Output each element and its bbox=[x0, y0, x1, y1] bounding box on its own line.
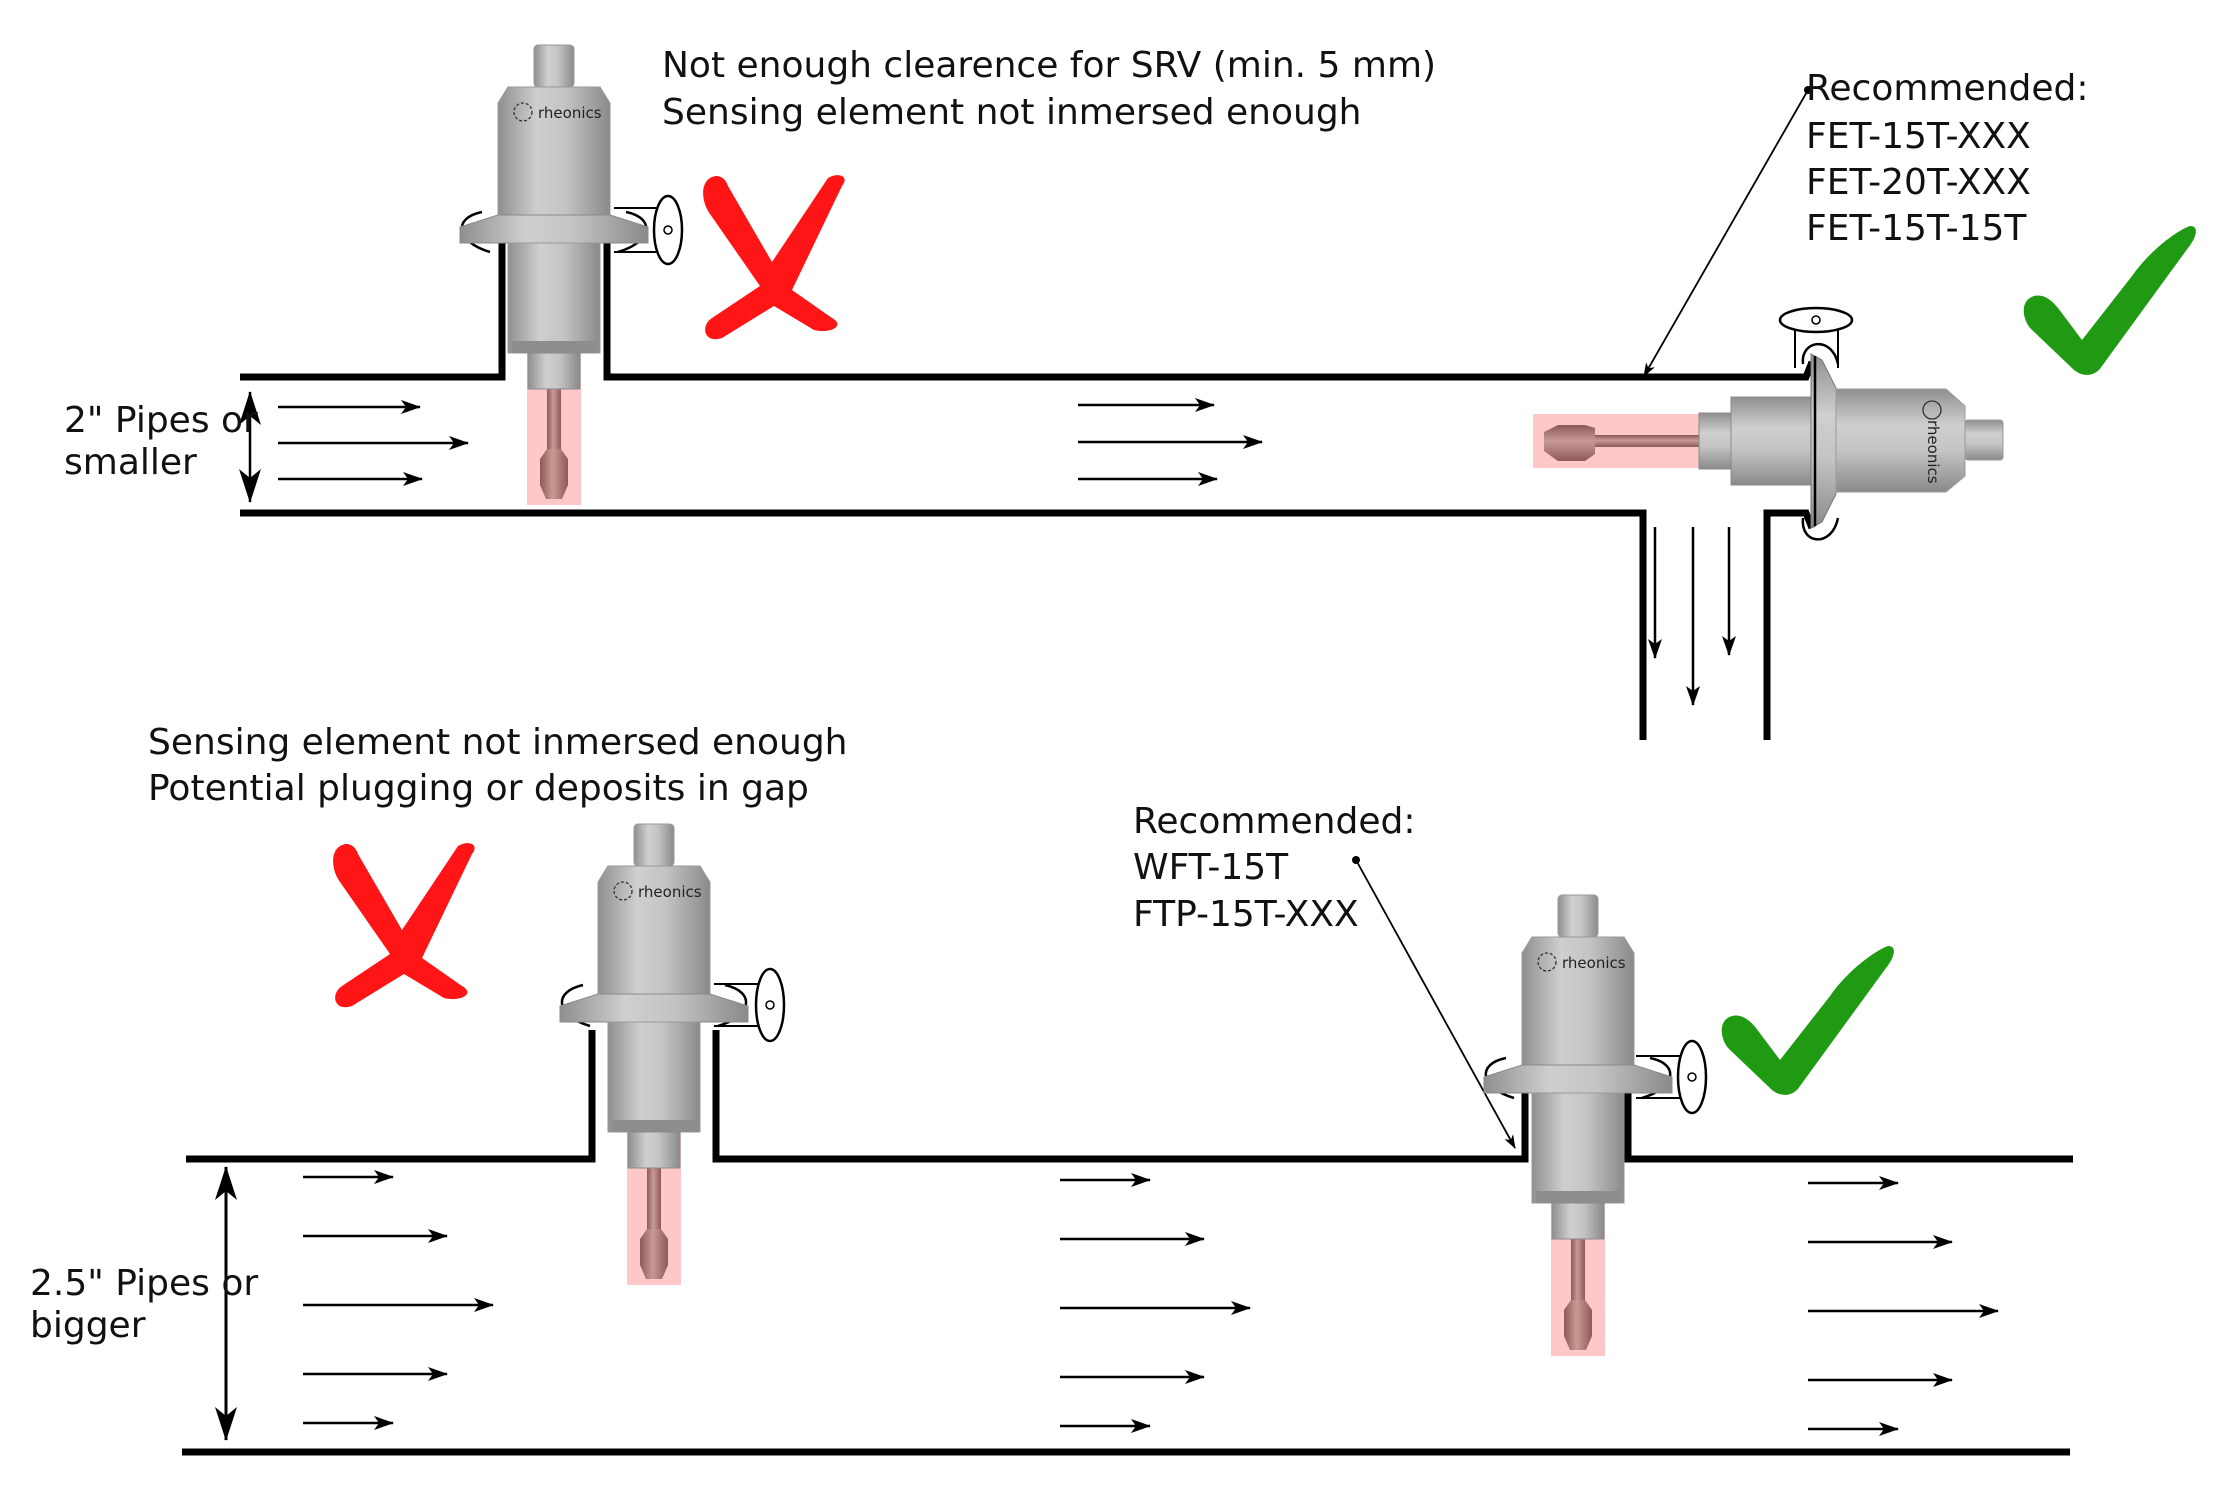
bottom-pipe-upper-wall bbox=[186, 1030, 596, 1163]
clamp-handle-icon bbox=[754, 967, 786, 1043]
sensor-brand-logo: rheonics bbox=[1924, 420, 1942, 484]
bottom-flow-arrows-right bbox=[1808, 1176, 1999, 1436]
clamp-handle-icon bbox=[652, 194, 684, 266]
top-bad-install-note: Not enough clearence for SRV (min. 5 mm)… bbox=[662, 45, 1448, 133]
sensor-brand-logo: rheonics bbox=[638, 883, 702, 901]
bottom-recommended-list: Recommended: WFT-15T FTP-15T-XXX bbox=[1133, 801, 1427, 935]
top-pipe-upper-wall bbox=[240, 226, 506, 381]
top-pipe-lower-wall bbox=[240, 509, 1647, 740]
sensor-brand-logo: rheonics bbox=[538, 104, 602, 122]
top-size-label: 2" Pipes or smaller bbox=[64, 400, 269, 483]
top-bad-sensor: rheonics bbox=[459, 44, 684, 505]
top-good-sensor: rheonics bbox=[1533, 306, 2004, 541]
sensor-brand-logo: rheonics bbox=[1562, 954, 1626, 972]
clamp-handle-icon bbox=[1676, 1039, 1708, 1115]
bottom-recommended-callout: Recommended: WFT-15T FTP-15T-XXX bbox=[1133, 801, 1516, 1149]
bottom-flow-arrows-left bbox=[303, 1170, 494, 1430]
bottom-panel: 2.5" Pipes or bigger Sensing el bbox=[30, 722, 2073, 1456]
bottom-pipe-upper-wall-right bbox=[1624, 1068, 2073, 1163]
bottom-size-label: 2.5" Pipes or bigger bbox=[30, 1263, 270, 1346]
bottom-bad-sensor: rheonics bbox=[559, 823, 786, 1285]
top-panel: 2" Pipes or smaller bbox=[64, 44, 2196, 740]
green-check-icon bbox=[1721, 946, 1894, 1095]
top-pipe-branch-wall bbox=[1763, 509, 1816, 740]
clamp-handle-icon bbox=[1778, 306, 1854, 334]
bottom-good-sensor: rheonics bbox=[1483, 894, 1708, 1356]
top-recommended-list: Recommended: FET-15T-XXX FET-20T-XXX FET… bbox=[1806, 68, 2100, 249]
top-flow-arrows-center bbox=[1078, 398, 1263, 486]
red-x-icon bbox=[333, 843, 475, 1008]
green-check-icon bbox=[2023, 226, 2196, 375]
bottom-flow-arrows-center bbox=[1060, 1173, 1251, 1433]
bottom-pipe-upper-wall-mid bbox=[712, 1030, 1529, 1163]
red-x-icon bbox=[703, 175, 845, 340]
top-pipe-upper-wall-right bbox=[603, 226, 1816, 381]
top-flow-arrows-down bbox=[1648, 527, 1736, 706]
bottom-bad-install-note: Sensing element not inmersed enough Pote… bbox=[148, 722, 859, 809]
top-recommended-callout: Recommended: FET-15T-XXX FET-20T-XXX FET… bbox=[1643, 68, 2100, 377]
top-flow-arrows-left bbox=[278, 400, 469, 486]
